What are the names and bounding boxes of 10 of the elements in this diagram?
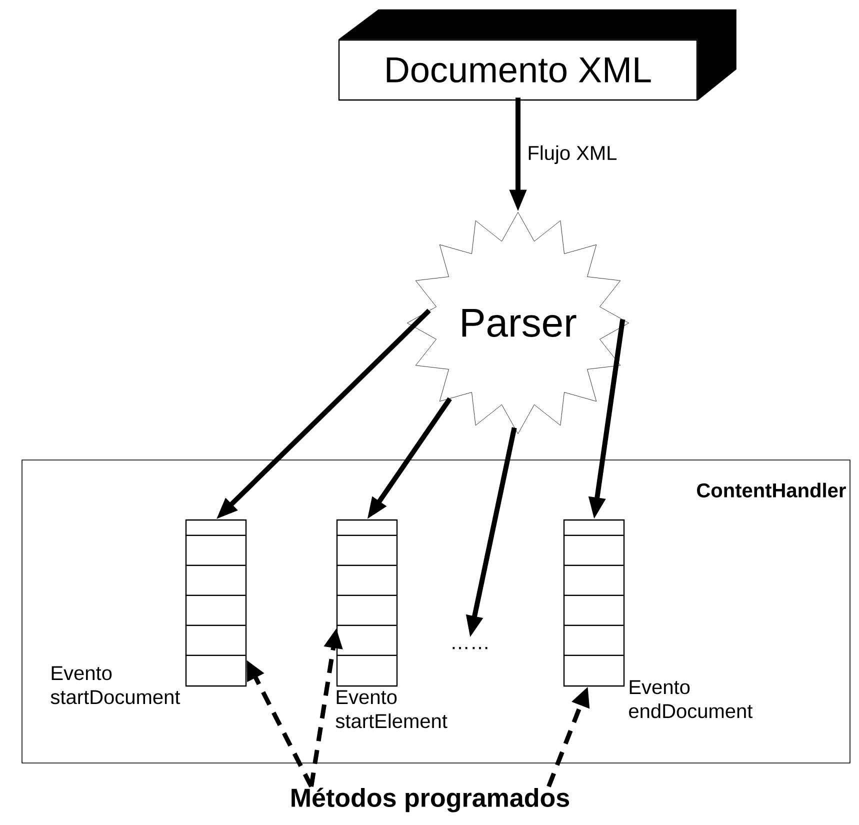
caption-text: Métodos programados xyxy=(292,788,570,812)
ellipsis-text: …… xyxy=(452,646,488,650)
event-stack xyxy=(184,519,247,687)
event-label: Evento startDocument xyxy=(50,666,180,704)
event-stack xyxy=(336,519,398,687)
event-stack xyxy=(562,519,625,687)
event-label: Evento startElement xyxy=(336,690,448,728)
event-label: Evento endDocument xyxy=(629,680,753,718)
document-box: Documento XML xyxy=(338,9,736,101)
edge-label: Flujo XML xyxy=(528,145,617,164)
